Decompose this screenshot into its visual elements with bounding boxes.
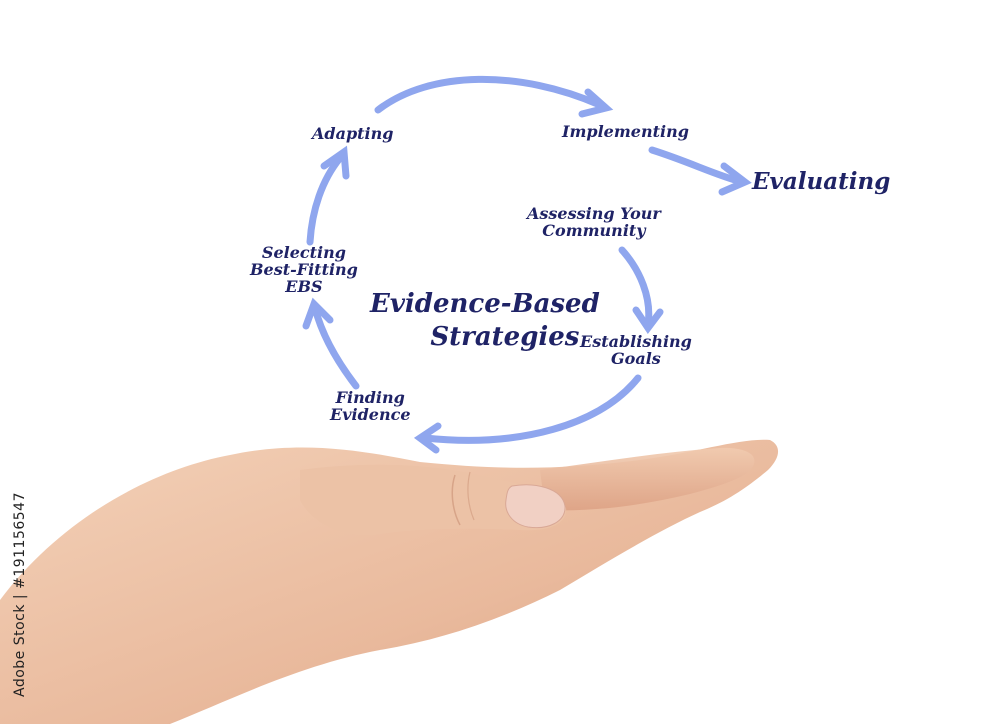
step-adapting: Adapting bbox=[312, 124, 394, 143]
arrow-implementing-to-evaluating bbox=[648, 146, 746, 186]
hand-palm bbox=[0, 439, 779, 724]
arrow-selecting-to-adapting bbox=[306, 154, 344, 246]
step-label-line: Evaluating bbox=[752, 168, 891, 195]
step-label-line: EBS bbox=[285, 276, 323, 296]
step-selecting-best-fitting-ebs: Selecting Best-Fitting EBS bbox=[250, 243, 358, 296]
hand-illustration bbox=[0, 439, 779, 724]
step-label-line: Assessing Your bbox=[527, 204, 661, 223]
step-label-line: Selecting bbox=[261, 243, 346, 262]
center-title: Evidence-Based Strategies bbox=[370, 288, 600, 353]
center-title-line: Strategies bbox=[430, 321, 580, 352]
step-label-line: Finding bbox=[335, 388, 405, 407]
step-label-line: Implementing bbox=[562, 122, 689, 141]
arrowhead bbox=[413, 422, 442, 454]
arrowhead bbox=[320, 145, 350, 180]
hand-finger bbox=[540, 447, 755, 511]
arrow-assessing-to-establishing bbox=[618, 246, 653, 329]
step-evaluating: Evaluating bbox=[752, 168, 891, 195]
arrow-establishing-to-finding bbox=[421, 374, 642, 444]
step-label-line: Best-Fitting bbox=[250, 259, 358, 279]
arrowhead bbox=[578, 88, 614, 118]
thumb-nail bbox=[505, 484, 566, 529]
hand-crease bbox=[451, 474, 461, 526]
step-implementing: Implementing bbox=[562, 122, 689, 141]
step-label-line: Community bbox=[542, 220, 646, 240]
step-label-line: Evidence bbox=[330, 404, 411, 424]
step-label-line: Goals bbox=[611, 348, 661, 368]
center-title-line: Evidence-Based bbox=[370, 289, 600, 319]
step-assessing-your-community: Assessing Your Community bbox=[527, 204, 661, 240]
arrowhead bbox=[718, 162, 752, 196]
watermark-text: Adobe Stock | #191156547 bbox=[12, 492, 28, 698]
cycle-arrows bbox=[302, 75, 752, 454]
step-label-line: Establishing bbox=[580, 332, 692, 351]
step-finding-evidence: Finding Evidence bbox=[330, 388, 411, 424]
hand-crease bbox=[467, 471, 475, 521]
hand-thumb bbox=[300, 464, 567, 536]
step-establishing-goals: Establishing Goals bbox=[580, 332, 692, 368]
step-label-line: Adapting bbox=[312, 124, 394, 143]
arrow-adapting-to-implementing bbox=[374, 75, 604, 114]
arrowhead bbox=[632, 306, 664, 335]
arrow-finding-to-selecting bbox=[311, 304, 360, 390]
arrowhead bbox=[302, 297, 334, 330]
